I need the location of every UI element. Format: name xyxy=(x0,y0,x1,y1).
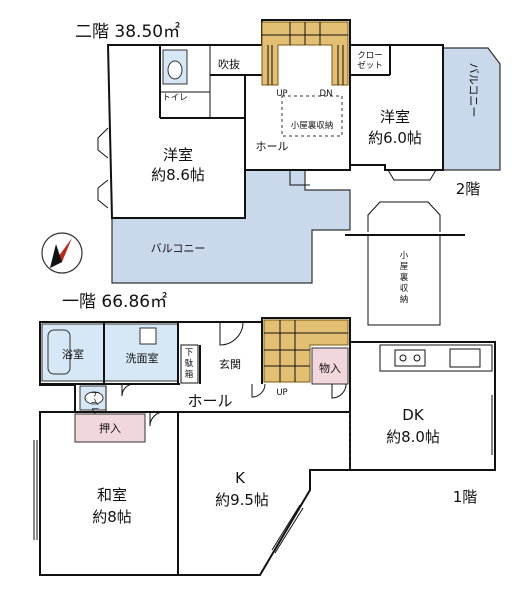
hall-1f: ホール xyxy=(187,392,232,410)
washroom-label: 洗面室 xyxy=(126,351,159,365)
kitchen-counter xyxy=(379,344,493,372)
floor1-label: 1階 xyxy=(453,488,478,506)
floor2-label: 2階 xyxy=(456,180,481,198)
second-floor: 二階 38.50㎡ 洋室 約8.6帖 洋室 約6.0帖 ホール 吹抜 トイレ ク… xyxy=(75,19,501,284)
oshiire xyxy=(74,413,146,443)
attic-vertical-1: 小 xyxy=(400,250,409,261)
toilet-1f: トイレ xyxy=(89,389,99,415)
youshitsu-b-name: 洋室 xyxy=(380,108,410,126)
balcony-bottom-label: バルコニー xyxy=(151,242,206,255)
oshiire-label: 押入 xyxy=(99,421,121,435)
floor2-title: 二階 38.50㎡ xyxy=(75,22,180,42)
hall-2f: ホール xyxy=(256,140,289,153)
genkan-label: 玄関 xyxy=(219,357,241,371)
washitsu-name: 和室 xyxy=(97,486,127,504)
svg-text:屋: 屋 xyxy=(400,262,409,272)
dk-name: DK xyxy=(402,406,425,424)
attic-storage-label: 小屋裏収納 xyxy=(291,120,334,131)
svg-text:裏: 裏 xyxy=(400,272,409,283)
svg-text:納: 納 xyxy=(400,294,409,305)
youshitsu-a-size: 約8.6帖 xyxy=(151,166,205,184)
closet-line2: ゼット xyxy=(357,60,383,71)
balcony-bottom xyxy=(111,169,351,284)
k-size: 約9.5帖 xyxy=(215,491,269,509)
floor1-outer-wall xyxy=(39,317,496,576)
svg-text:収: 収 xyxy=(400,283,409,294)
first-floor: 一階 66.86㎡ xyxy=(33,292,496,576)
shoebox-line2: 駄 xyxy=(185,358,194,369)
stairs-2f xyxy=(261,21,349,86)
storage-1f xyxy=(311,347,349,385)
up-1f: UP xyxy=(276,388,287,398)
k-name: K xyxy=(235,469,246,487)
shoebox xyxy=(180,344,199,384)
up-2f: UP xyxy=(276,89,287,99)
attic-storage-area xyxy=(281,95,343,137)
dn-2f: DN xyxy=(320,89,333,99)
floor2-outer-wall xyxy=(106,19,444,219)
toilet-2f: トイレ xyxy=(162,93,188,103)
storage-label: 物入 xyxy=(319,361,341,375)
stairs-1f xyxy=(263,319,349,383)
floor1-title: 一階 66.86㎡ xyxy=(62,292,167,312)
shoebox-line3: 箱 xyxy=(185,369,194,380)
attic-storage-block: 小 屋 裏 収 納 xyxy=(345,201,465,326)
dk-size: 約8.0帖 xyxy=(386,428,440,446)
north-arrow-icon xyxy=(41,232,83,274)
youshitsu-b-size: 約6.0帖 xyxy=(368,129,422,147)
washitsu-size: 約8帖 xyxy=(92,508,132,526)
closet-line1: クロー xyxy=(357,51,383,61)
balcony-right-label: バルコニー xyxy=(467,63,480,118)
shoebox-line1: 下 xyxy=(185,348,194,358)
bath-label: 浴室 xyxy=(62,347,84,361)
fukinuke: 吹抜 xyxy=(218,57,240,71)
youshitsu-a-name: 洋室 xyxy=(163,146,193,164)
